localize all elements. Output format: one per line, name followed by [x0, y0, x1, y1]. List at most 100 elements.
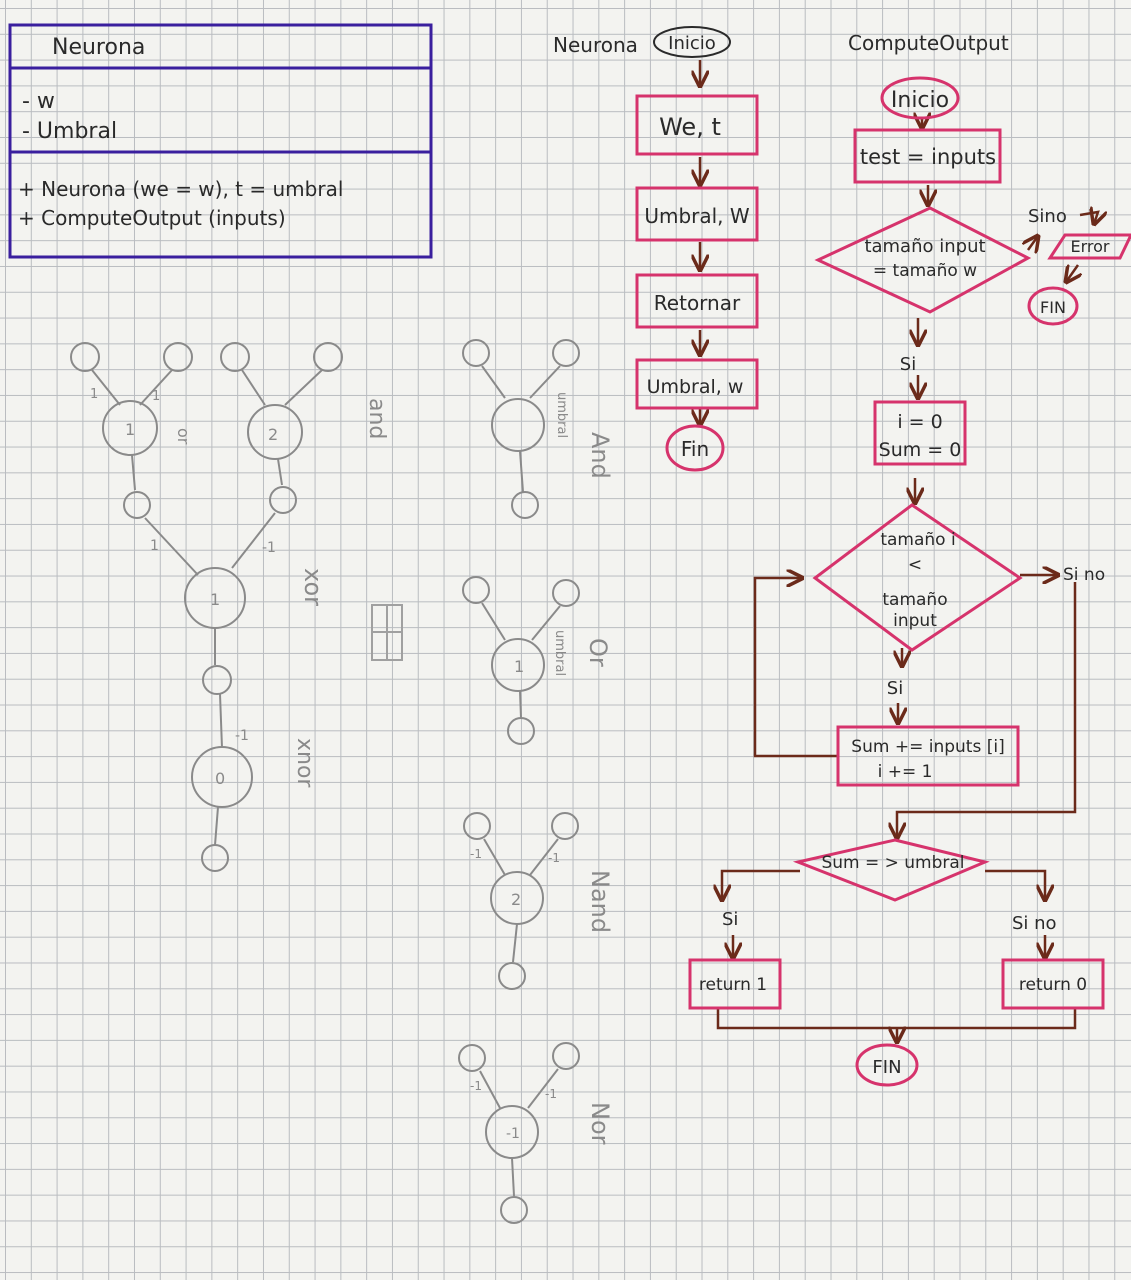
sketch-output-node: [511, 491, 539, 519]
sketch-edge: [479, 1070, 501, 1109]
flow-arrow: [1066, 265, 1078, 282]
sketch-input-node: [552, 579, 580, 607]
sketch-output-node: [123, 491, 151, 519]
sketch-umbral-label: umbral: [554, 392, 569, 438]
sketch-input-node: [462, 576, 490, 604]
sketch-neuron-value: 1: [210, 590, 220, 609]
uml-method: + Neurona (we = w), t = umbral: [18, 177, 343, 201]
sketch-input-node: [220, 342, 250, 372]
flow-compute-loop-body: Sum += inputs [i]: [851, 737, 1004, 757]
sketch-gates: [458, 339, 580, 1224]
sketch-label-gate-and: And: [586, 432, 614, 479]
sketch-label-or: or: [174, 428, 193, 445]
sketch-output-node: [507, 717, 535, 745]
flow-neurona-step: We, t: [659, 113, 721, 141]
flow-compute-test: test = inputs: [860, 145, 996, 169]
flow-compute-branch-si: Si: [722, 909, 738, 930]
sketch-edge: [481, 365, 506, 399]
flow-neurona-step: Umbral, W: [644, 204, 750, 228]
flow-compute-error-shape: [1047, 233, 1131, 260]
uml-attribute: - Umbral: [22, 119, 117, 144]
sketch-edge: [529, 365, 561, 399]
flow-neurona-step: Umbral, w: [647, 376, 744, 398]
sketch-neuron-xnor: [191, 746, 253, 808]
sketch-input-node: [458, 1044, 486, 1072]
flow-compute-loop-else: Si no: [1063, 565, 1105, 585]
sketch-label-gate-or: Or: [584, 638, 612, 667]
sketch-neuron-and-gate: [491, 398, 545, 452]
sketch-edge: [214, 806, 219, 846]
sketch-edge: [529, 838, 559, 876]
sketch-label-xor: xor: [299, 568, 327, 606]
flow-neurona-boxes: [635, 94, 759, 410]
sketch-input-node: [163, 342, 193, 372]
flow-neurona-start-oval: [653, 26, 731, 58]
flow-compute-end: FIN: [872, 1057, 901, 1078]
flow-branch-no: [985, 869, 1045, 900]
sketch-edge: [139, 369, 173, 406]
sketch-neuron-value: 1: [514, 657, 524, 676]
sketch-label-gate-nor: Nor: [586, 1102, 614, 1145]
flow-compute-loop-cond: tamaño i: [880, 530, 955, 550]
uml-class-box: [8, 23, 433, 259]
sketch-input-node: [70, 342, 100, 372]
sketch-gate-labels: And Or Nand Nor umbral umbral 1 2 -1 -1 …: [470, 392, 614, 1145]
flow-compute-loop-cond: <: [908, 555, 922, 575]
sketch-edge: [91, 369, 121, 406]
sketch-neuron-value: 0: [215, 769, 225, 788]
sketch-edge: [519, 450, 524, 493]
sketch-neuron-value: 2: [511, 890, 521, 909]
sketch-weight: -1: [235, 728, 249, 744]
sketch-input-node: [552, 1042, 580, 1070]
flow-compute-loop-cond: tamaño: [882, 590, 947, 610]
flow-compute-start: Inicio: [891, 88, 949, 113]
sketch-neuron-value: 2: [268, 425, 278, 444]
sketch-edge: [483, 838, 506, 876]
uml-outline: [8, 23, 433, 259]
sketch-edge: [231, 512, 276, 569]
flow-compute-loop-body-box: [836, 725, 1020, 787]
sketch-edge: [481, 602, 506, 641]
sketch-edge: [519, 690, 522, 719]
sketch-output-node: [202, 665, 232, 695]
sketch-xor-network: [70, 342, 343, 872]
sketch-xor-labels: 1 2 1 0 1 1 1 -1 -1 or and xor xnor: [90, 387, 389, 788]
sketch-output-node: [269, 486, 297, 514]
flow-neurona-end: Fin: [681, 437, 709, 461]
sketch-weight: -1: [262, 540, 276, 556]
sketch-neuron-or-gate: [491, 638, 545, 692]
flow-compute-branch-no: Si no: [1012, 913, 1057, 934]
flow-branch-si: [722, 869, 800, 900]
sketch-weight: -1: [470, 1079, 482, 1093]
flow-compute-loop-diamond: [812, 503, 1023, 652]
flow-compute: ComputeOutput: [688, 31, 1131, 1087]
flow-neurona-start: Inicio: [668, 33, 716, 54]
sketch-edge: [511, 1157, 515, 1197]
sketch-neuron-and: [247, 404, 303, 460]
flow-compute-start-oval: [880, 76, 960, 120]
flow-compute-connectors: [718, 118, 1098, 1042]
flow-neurona: Neurona Inicio We, t Umbral, W Retornar …: [553, 26, 759, 472]
sketch-output-node: [498, 962, 526, 990]
flow-merge: [716, 1008, 1077, 1030]
sketch-edge: [527, 1068, 559, 1109]
sketch-edge: [284, 369, 323, 406]
flow-compute-loop-body: i += 1: [878, 762, 933, 782]
flow-neurona-title: Neurona: [553, 33, 638, 57]
uml-class-name: Neurona: [52, 35, 145, 60]
flow-compute-return0: return 0: [1019, 975, 1087, 995]
sketch-gate-doodle: [371, 604, 403, 661]
flow-loop-exit: [897, 582, 1077, 838]
flow-compute-sum-cond: Sum = > umbral: [821, 853, 964, 873]
flow-compute-end-oval: [855, 1043, 919, 1087]
sketch-label-and: and: [364, 398, 389, 439]
sketch-weight: -1: [548, 851, 560, 865]
sketch-weight: 1: [152, 389, 160, 404]
flow-box: [635, 186, 759, 242]
sketch-input-node: [551, 812, 579, 840]
flow-compute-si-label: Si: [900, 354, 916, 375]
sketch-output-node: [201, 844, 229, 872]
flow-loop-back: [753, 578, 838, 758]
flow-compute-init: i = 0: [897, 411, 942, 433]
